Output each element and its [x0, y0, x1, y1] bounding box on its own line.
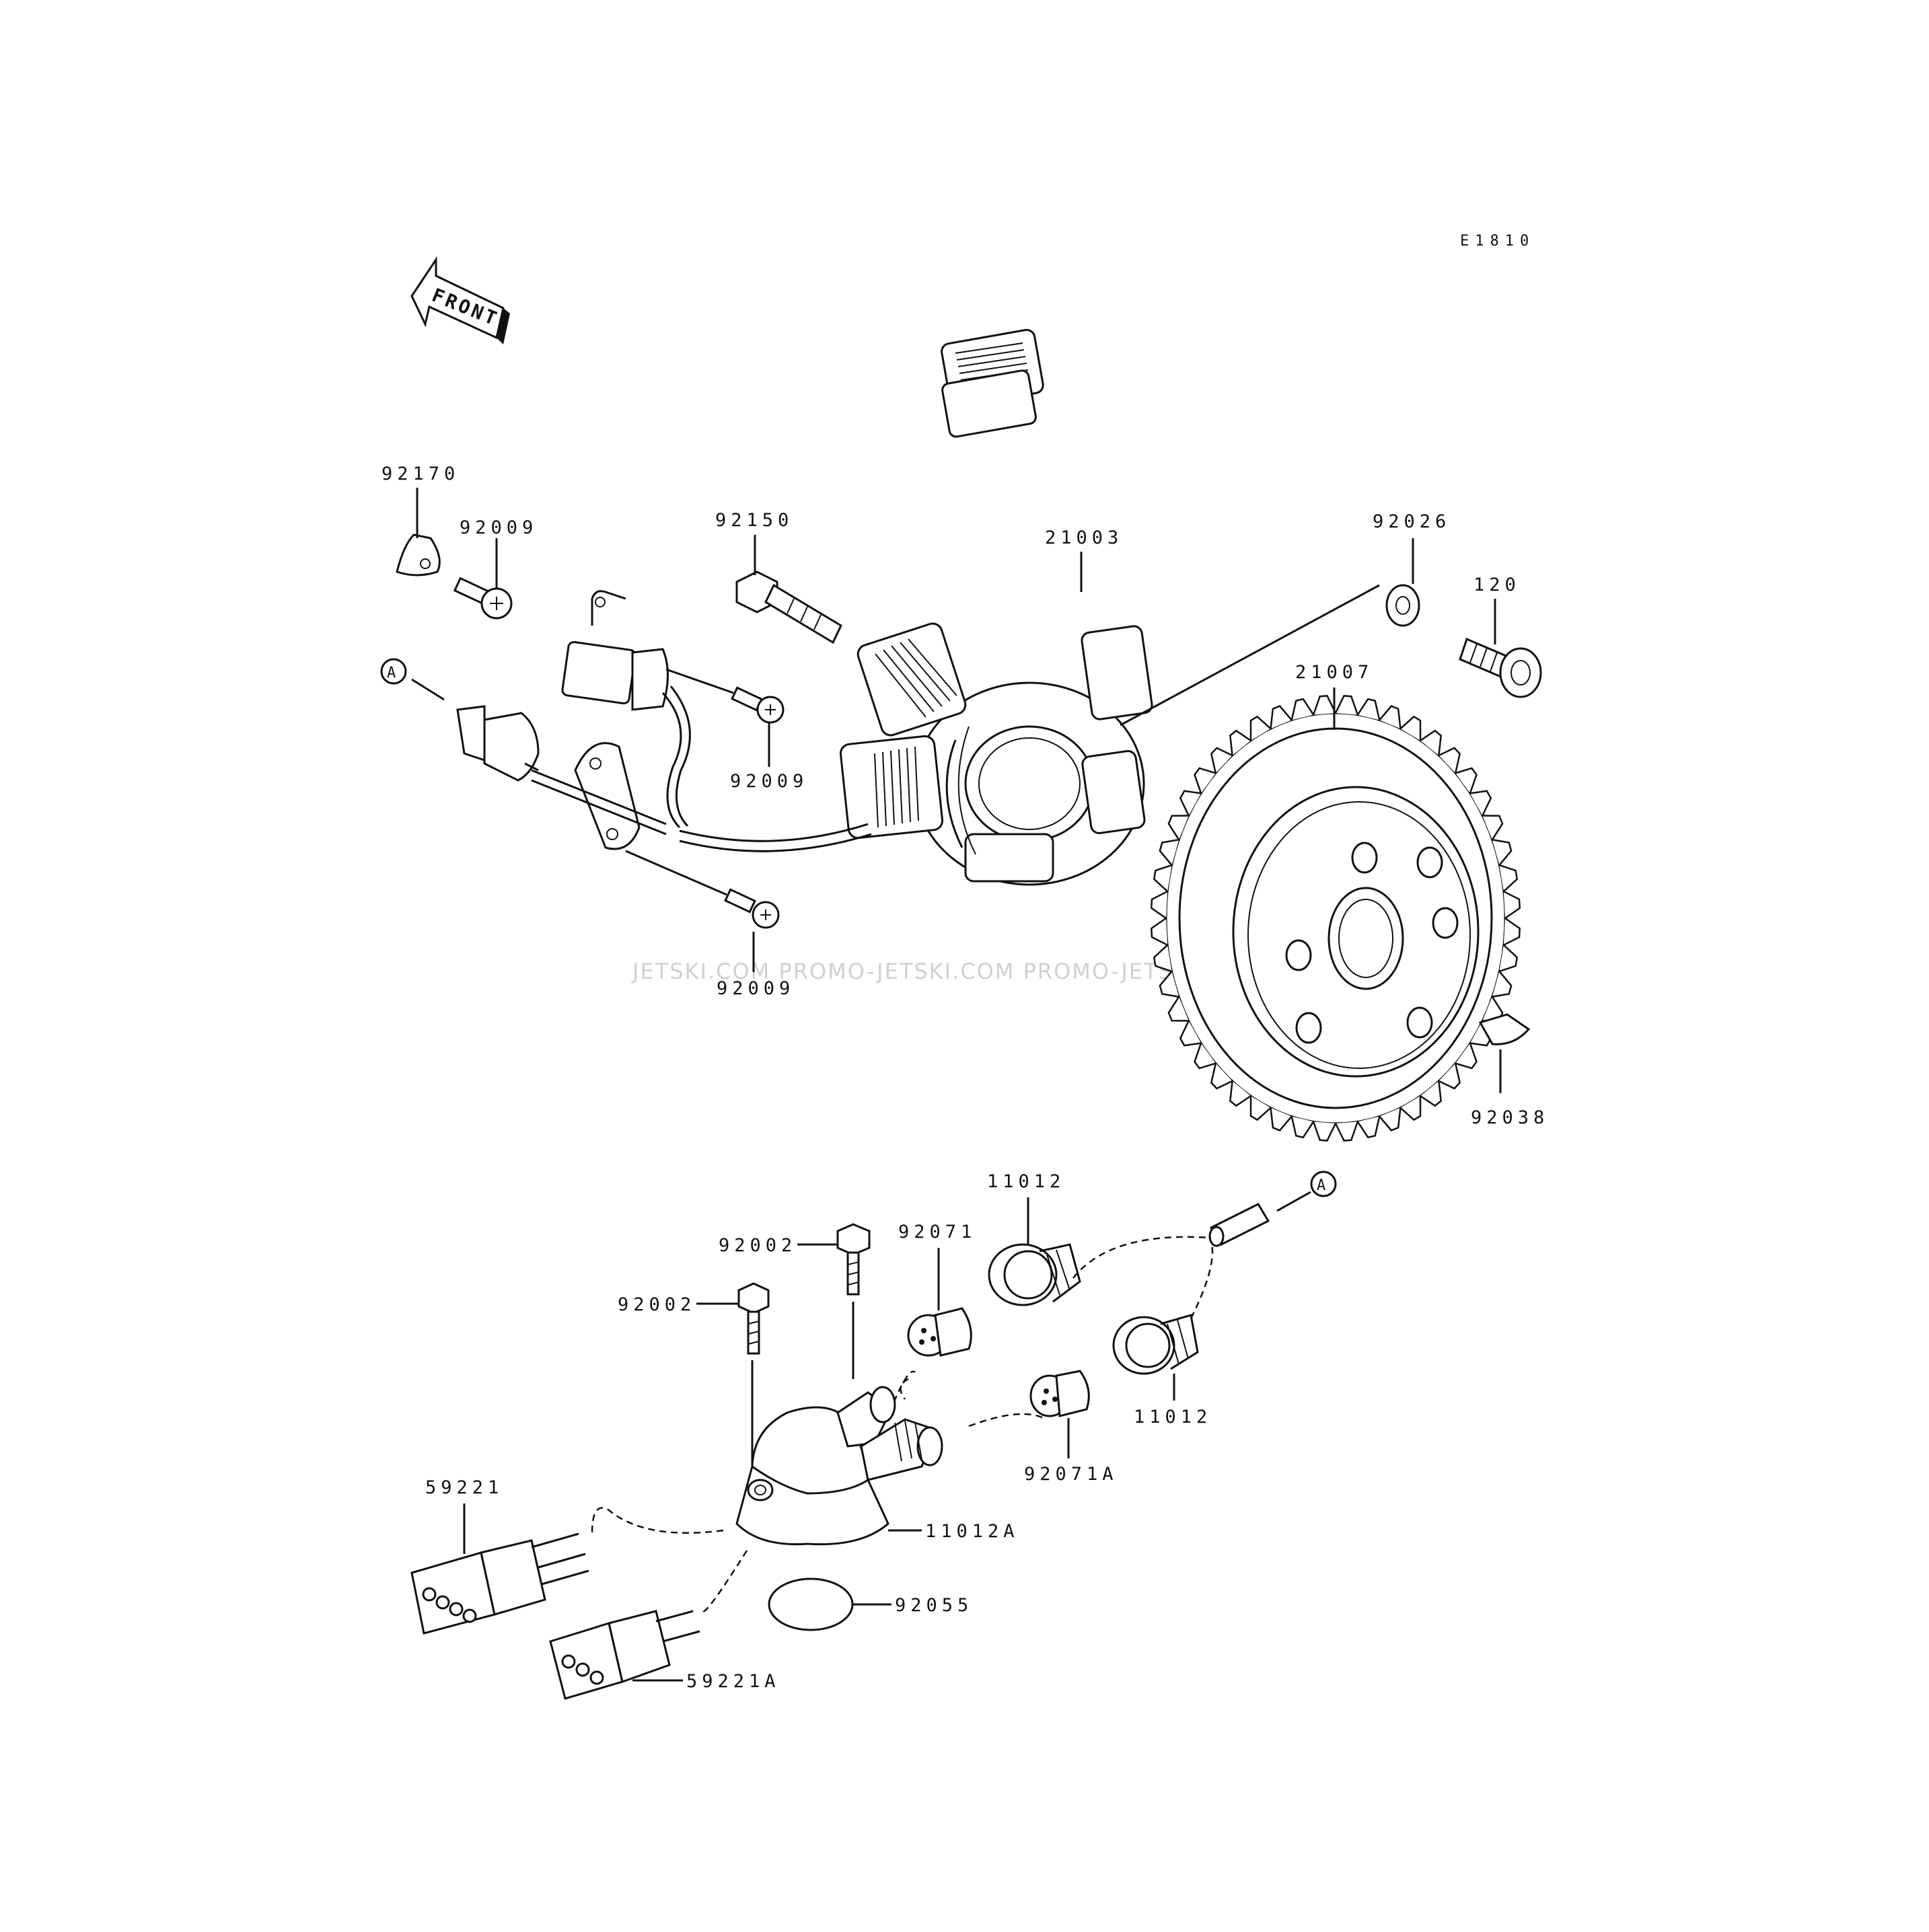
- gear-tooth: [1399, 715, 1422, 741]
- label-59221: 59221: [425, 1477, 503, 1498]
- gear-tooth: [1249, 1096, 1272, 1121]
- gear-tooth: [1379, 1107, 1402, 1131]
- part-92071A-connector: [1029, 1370, 1090, 1417]
- gear-tooth: [1153, 944, 1172, 973]
- gear-tooth: [1499, 864, 1519, 893]
- gear-tooth: [1179, 1020, 1202, 1047]
- gear-tooth: [1469, 790, 1492, 817]
- part-92002-bolt-b: [737, 1282, 770, 1355]
- gear-tooth: [1492, 971, 1513, 998]
- label-92009-mid: 92009: [730, 771, 808, 792]
- label-92009-top: 92009: [460, 517, 538, 538]
- flywheel-gear-teeth: [1151, 695, 1521, 1142]
- label-11012A: 11012A: [925, 1521, 1019, 1542]
- label-92055: 92055: [895, 1595, 973, 1616]
- gear-tooth: [1159, 971, 1179, 998]
- gear-tooth: [1229, 1080, 1251, 1107]
- gear-tooth: [1356, 698, 1381, 720]
- gear-tooth: [1334, 695, 1359, 716]
- part-92009-screw-low: [724, 888, 780, 929]
- label-92071A: 92071A: [1024, 1464, 1118, 1485]
- gear-tooth: [1179, 790, 1202, 817]
- label-92026: 92026: [1373, 511, 1451, 532]
- gear-tooth: [1159, 839, 1179, 866]
- gear-tooth: [1167, 815, 1189, 840]
- gear-tooth: [1399, 1096, 1422, 1121]
- part-92170-plate: [396, 533, 441, 577]
- gear-tooth: [1270, 705, 1293, 729]
- gear-tooth: [1420, 1080, 1442, 1107]
- part-21007-flywheel: [1151, 695, 1521, 1142]
- part-21003-stator: [839, 328, 1153, 886]
- gear-tooth: [1438, 1063, 1461, 1090]
- label-21007: 21007: [1295, 662, 1373, 683]
- part-11012-cap-a: [988, 1243, 1081, 1306]
- label-92071: 92071: [898, 1222, 976, 1242]
- svg-text:A: A: [1317, 1177, 1325, 1194]
- part-92002-bolt-a: [836, 1223, 871, 1296]
- gear-tooth: [1194, 767, 1216, 794]
- watermark: JETSKI.COM PROMO-JETSKI.COM PROMO-JETSKI…: [631, 959, 1260, 984]
- part-92009-screw-mid: [731, 686, 785, 724]
- label-92002-b: 92002: [618, 1294, 696, 1315]
- gear-tooth: [1438, 747, 1461, 774]
- label-59221A: 59221A: [686, 1671, 780, 1692]
- gear-tooth: [1167, 996, 1189, 1022]
- part-11012A-housing: [735, 1386, 943, 1546]
- label-92150: 92150: [715, 510, 793, 531]
- label-120: 120: [1473, 574, 1521, 595]
- gear-tooth: [1455, 1043, 1478, 1070]
- gear-tooth: [1153, 864, 1172, 893]
- gear-tooth: [1503, 917, 1521, 946]
- gear-tooth: [1455, 767, 1478, 794]
- gear-tooth: [1151, 891, 1168, 920]
- gear-tooth: [1334, 1121, 1359, 1142]
- part-wire-tube: [1208, 1203, 1270, 1247]
- label-21003: 21003: [1045, 527, 1123, 548]
- label-11012-b: 11012: [1134, 1407, 1212, 1427]
- label-11012-a: 11012: [987, 1171, 1065, 1192]
- label-92002-a: 92002: [719, 1235, 797, 1256]
- gear-tooth: [1356, 1116, 1381, 1139]
- gear-tooth: [1249, 715, 1272, 741]
- gear-tooth: [1290, 698, 1315, 720]
- part-92026-washer: [1385, 584, 1420, 627]
- gear-tooth: [1270, 1107, 1293, 1131]
- front-arrow-icon: FRONT: [410, 256, 510, 344]
- ref-mark-a-upper: A: [380, 658, 407, 685]
- part-120-bolt: [1459, 637, 1542, 698]
- gear-tooth: [1229, 729, 1251, 756]
- gear-tooth: [1210, 747, 1233, 774]
- gear-tooth: [1503, 891, 1521, 920]
- gear-tooth: [1194, 1043, 1216, 1070]
- part-59221-connector: [410, 1532, 589, 1635]
- part-92038-key: [1478, 1013, 1531, 1045]
- gear-tooth: [1482, 815, 1504, 840]
- label-92170: 92170: [381, 463, 460, 484]
- gear-tooth: [1312, 695, 1337, 716]
- drawing-code: E1810: [1460, 233, 1535, 250]
- ref-mark-a-lower: A: [1310, 1171, 1337, 1197]
- part-regulator-harness: [456, 590, 872, 852]
- part-11012-cap-b: [1112, 1314, 1199, 1375]
- part-59221A-connector: [549, 1610, 700, 1700]
- gear-tooth: [1420, 729, 1442, 756]
- part-92071-connector: [907, 1307, 972, 1357]
- gear-tooth: [1379, 705, 1402, 729]
- label-92038: 92038: [1471, 1107, 1549, 1128]
- gear-tooth: [1210, 1063, 1233, 1090]
- part-92055-o-ring: [768, 1577, 854, 1631]
- gear-tooth: [1499, 944, 1519, 973]
- gear-tooth: [1312, 1121, 1337, 1142]
- part-92009-screw-top: [453, 577, 513, 620]
- svg-text:A: A: [387, 665, 396, 681]
- part-92150-bolt: [735, 570, 842, 644]
- gear-tooth: [1492, 839, 1513, 866]
- label-92009-low: 92009: [717, 978, 795, 999]
- gear-tooth: [1290, 1116, 1315, 1139]
- gear-tooth: [1151, 917, 1168, 946]
